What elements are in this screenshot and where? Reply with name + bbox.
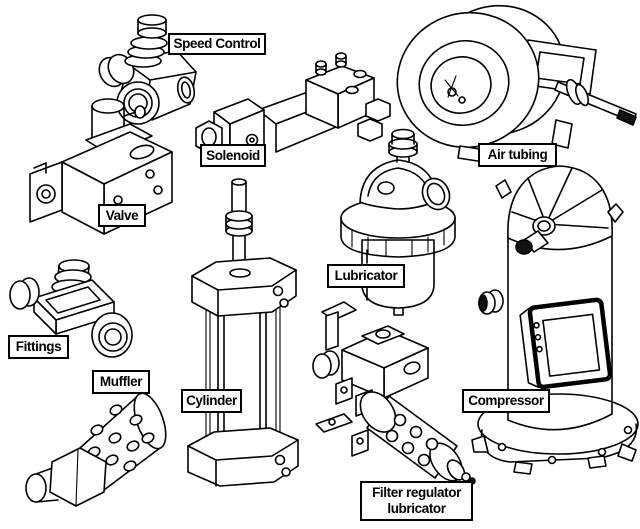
label-air-tubing: Air tubing	[478, 143, 557, 167]
label-cylinder: Cylinder	[181, 389, 242, 413]
label-compressor: Compressor	[462, 389, 550, 413]
label-muffler: Muffler	[92, 370, 150, 394]
label-filter-regulator-lubricator: Filter regulator lubricator	[360, 481, 473, 521]
fittings-illustration	[9, 259, 133, 358]
air-tubing-illustration	[396, 4, 637, 163]
label-valve: Valve	[98, 204, 146, 227]
muffler-illustration	[25, 392, 167, 507]
compressor-illustration	[471, 165, 639, 475]
filter-regulator-lubricator-illustration	[312, 301, 476, 485]
valve-illustration	[29, 98, 173, 235]
cylinder-illustration	[187, 178, 299, 487]
label-fittings: Fittings	[8, 335, 69, 359]
label-speed-control: Speed Control	[168, 33, 266, 55]
label-lubricator: Lubricator	[327, 264, 405, 288]
label-solenoid: Solenoid	[200, 144, 266, 167]
